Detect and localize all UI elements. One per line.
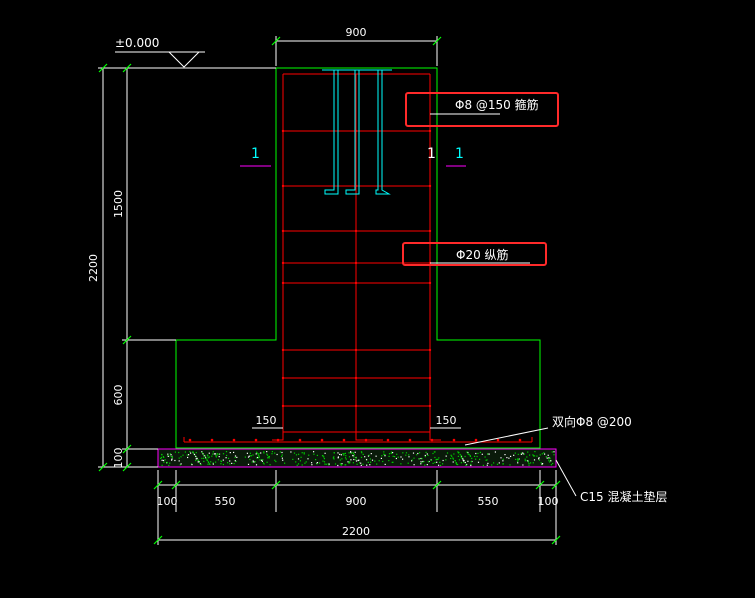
svg-text:1: 1 — [455, 146, 464, 162]
dim-total-width: 2200 — [342, 525, 370, 538]
pad-hatch — [160, 451, 555, 467]
dim-stem-height: 1500 — [112, 190, 125, 218]
dim-cover-right: 150 — [436, 414, 457, 427]
elevation-marker: ±0.000 — [115, 36, 205, 68]
section-mark-left: 1 — [240, 146, 271, 167]
dim-footing-height: 600 — [112, 385, 125, 406]
svg-text:C15 混凝土垫层: C15 混凝土垫层 — [580, 489, 667, 504]
dim-total-height: 2200 — [87, 254, 100, 282]
dim-pad-height: 100 — [112, 448, 125, 469]
stirrup-annotation: Φ8 @150 箍筋 — [405, 92, 559, 127]
mesh-annotation: 双向Φ8 @200 — [464, 414, 632, 446]
dim-cover-left: 150 — [256, 414, 277, 427]
longitudinal-annotation: Φ20 纵筋 — [402, 242, 547, 266]
svg-text:双向Φ8 @200: 双向Φ8 @200 — [552, 414, 632, 429]
pad-annotation: C15 混凝土垫层 — [555, 459, 667, 504]
dimensions — [98, 36, 557, 545]
dim-bottom-2: 550 — [215, 495, 236, 508]
foundation-outline — [175, 67, 541, 449]
longitudinal-highlight-box — [402, 242, 547, 266]
section-mark-mid: 1 — [427, 146, 436, 162]
dim-bottom-3: 900 — [346, 495, 367, 508]
svg-text:1: 1 — [251, 146, 260, 162]
dim-top-width: 900 — [346, 26, 367, 39]
svg-text:Φ8 @150 箍筋: Φ8 @150 箍筋 — [455, 97, 539, 112]
svg-text:1: 1 — [427, 146, 436, 162]
dim-bottom-1: 100 — [157, 495, 178, 508]
svg-text:±0.000: ±0.000 — [115, 36, 159, 50]
dim-bottom-5: 100 — [538, 495, 559, 508]
dowel-bars — [322, 69, 392, 195]
stirrup-highlight-box — [405, 92, 559, 127]
section-mark-right: 1 — [446, 146, 466, 167]
dim-bottom-4: 550 — [478, 495, 499, 508]
svg-text:Φ20 纵筋: Φ20 纵筋 — [456, 247, 509, 262]
rebar-dots — [188, 129, 522, 442]
dim-ticks — [98, 36, 561, 545]
